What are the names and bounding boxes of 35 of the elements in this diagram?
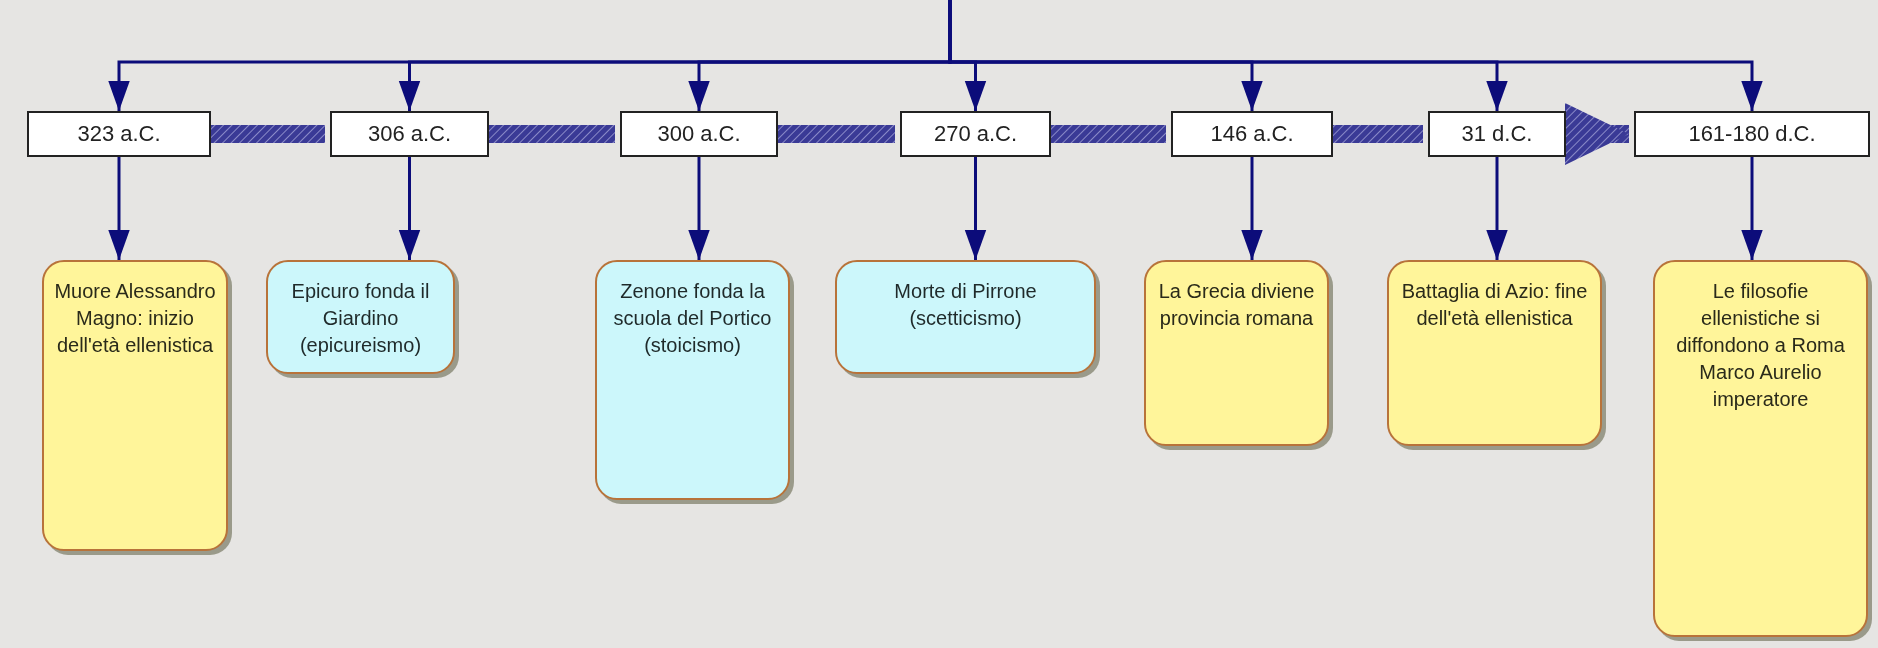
- event-text: 306 a.C.: [367, 120, 452, 149]
- event-text: 161-180 d.C.: [1688, 120, 1816, 149]
- timeline-band: [1333, 125, 1423, 143]
- date-box: [27, 111, 211, 157]
- date-box: [620, 111, 778, 157]
- event-text: Zenone fonda la scuola del Portico (stoicismo): [612, 279, 773, 358]
- date-box: [1171, 111, 1333, 157]
- event-text: Morte di Pirrone (scetticismo): [893, 279, 1038, 331]
- date-box: [900, 111, 1051, 157]
- arrow: [948, 0, 1763, 111]
- event-text: Battaglia di Azio: fine dell'età ellenistica: [1400, 279, 1589, 331]
- timeline-band: [1051, 125, 1166, 143]
- event-text: 146 a.C.: [1210, 120, 1294, 149]
- timeline-band: [778, 125, 895, 143]
- timeline-band: [489, 125, 615, 143]
- event-text: Le filosofie ellenistiche si diffondono a Roma Marco Aurelio imperatore: [1675, 279, 1846, 412]
- event-text: La Grecia diviene provincia romana: [1157, 279, 1316, 331]
- arrow: [1241, 157, 1263, 260]
- arrow: [1486, 157, 1508, 260]
- date-box: [1428, 111, 1566, 157]
- timeline-band: [1565, 103, 1629, 165]
- event-text: 300 a.C.: [657, 120, 741, 149]
- date-box: [330, 111, 489, 157]
- arrow: [108, 157, 130, 260]
- event-text: 323 a.C.: [77, 120, 161, 149]
- arrow: [964, 157, 987, 260]
- date-box: [1634, 111, 1870, 157]
- timeline-band: [211, 125, 325, 143]
- event-text: Epicuro fonda il Giardino (epicureismo): [290, 279, 431, 358]
- arrow: [1741, 157, 1763, 260]
- arrow: [688, 157, 710, 260]
- event-text: 270 a.C.: [933, 120, 1018, 149]
- arrow: [398, 157, 421, 260]
- event-text: Muore Alessandro Magno: inizio dell'età ellenistica: [53, 279, 217, 358]
- event-text: 31 d.C.: [1461, 120, 1533, 149]
